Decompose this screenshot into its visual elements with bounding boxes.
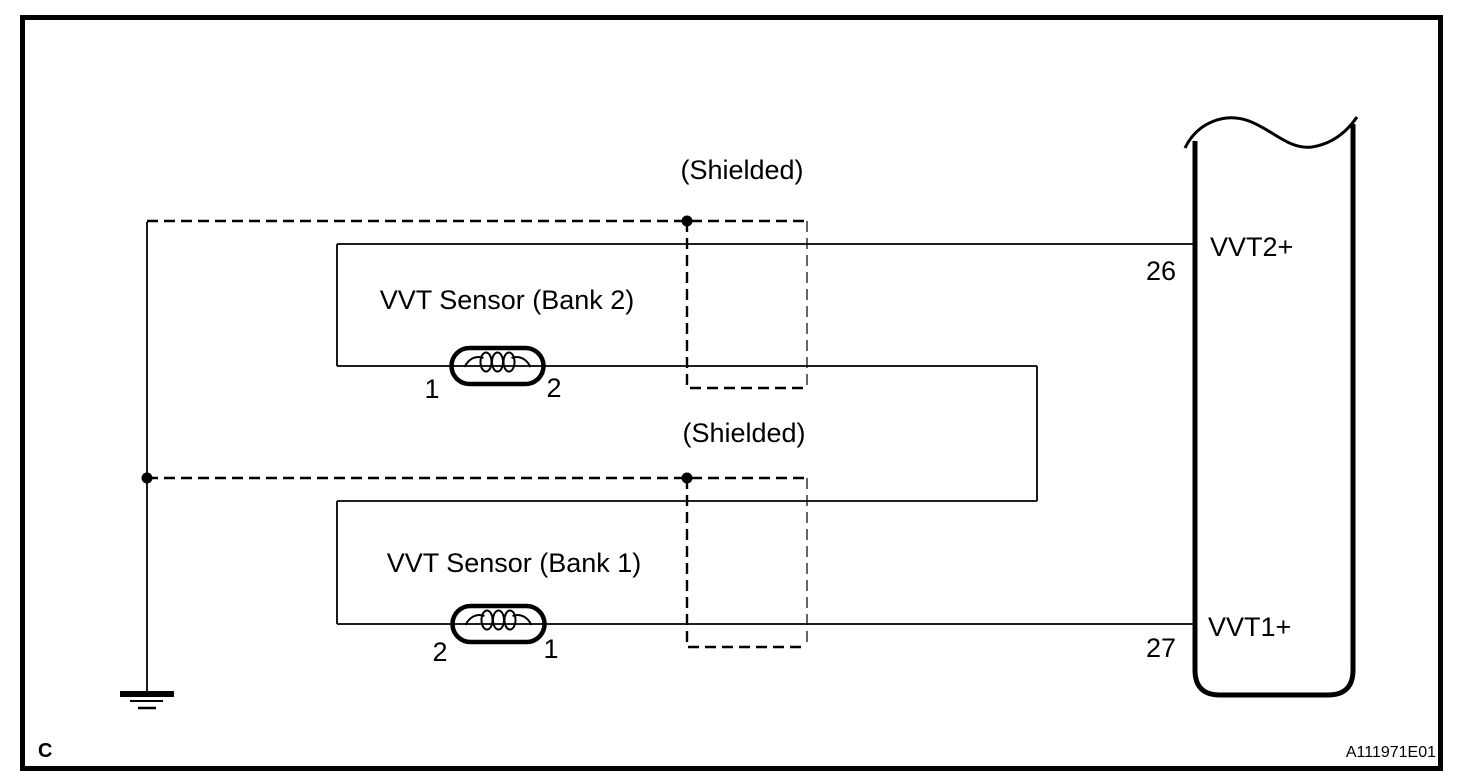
ecm-connector xyxy=(1183,116,1359,698)
shield-label-top: (Shielded) xyxy=(680,155,803,185)
shield-box-bank2-left-bottom xyxy=(685,221,807,390)
junction-dot-shield-bottom xyxy=(681,472,693,484)
coil-windings xyxy=(463,351,532,373)
vvt-sensor-bank1-coil-icon xyxy=(450,603,547,645)
bank1-pin-left-number: 2 xyxy=(432,637,447,667)
ecm-pin27-name: VVT1+ xyxy=(1208,612,1291,642)
ecm-connector-body xyxy=(1192,124,1356,698)
coil-connector-outline xyxy=(449,345,546,387)
ecm-pin27-number: 27 xyxy=(1146,633,1176,663)
ground-icon xyxy=(120,691,174,710)
bank1-pin-right-number: 1 xyxy=(543,634,558,664)
vvt-sensor-bank1-label: VVT Sensor (Bank 1) xyxy=(387,548,642,578)
junction-dot-ground-branch xyxy=(141,472,153,484)
vvt-sensor-bank2-label: VVT Sensor (Bank 2) xyxy=(380,285,635,315)
shield-dashed-lines xyxy=(147,219,807,649)
figure-label: C xyxy=(38,740,52,762)
vvt-sensor-bank2-coil-icon xyxy=(449,345,546,387)
shield-box-bank1-left-bottom xyxy=(685,478,807,649)
wires xyxy=(146,222,1195,691)
bank2-pin-right-number: 2 xyxy=(546,373,561,403)
ecm-pin26-name: VVT2+ xyxy=(1210,232,1293,262)
ecm-connector-torn-edge xyxy=(1183,116,1359,149)
ecm-pin26-number: 26 xyxy=(1146,256,1176,286)
coil-connector-outline xyxy=(450,603,547,645)
coil-windings xyxy=(464,609,533,631)
bank2-pin-left-number: 1 xyxy=(424,374,439,404)
junction-dot-shield-top xyxy=(681,215,693,227)
diagram-border xyxy=(20,15,1443,771)
doc-number: A111971E01 xyxy=(1346,744,1436,761)
shield-label-bottom: (Shielded) xyxy=(682,418,805,448)
